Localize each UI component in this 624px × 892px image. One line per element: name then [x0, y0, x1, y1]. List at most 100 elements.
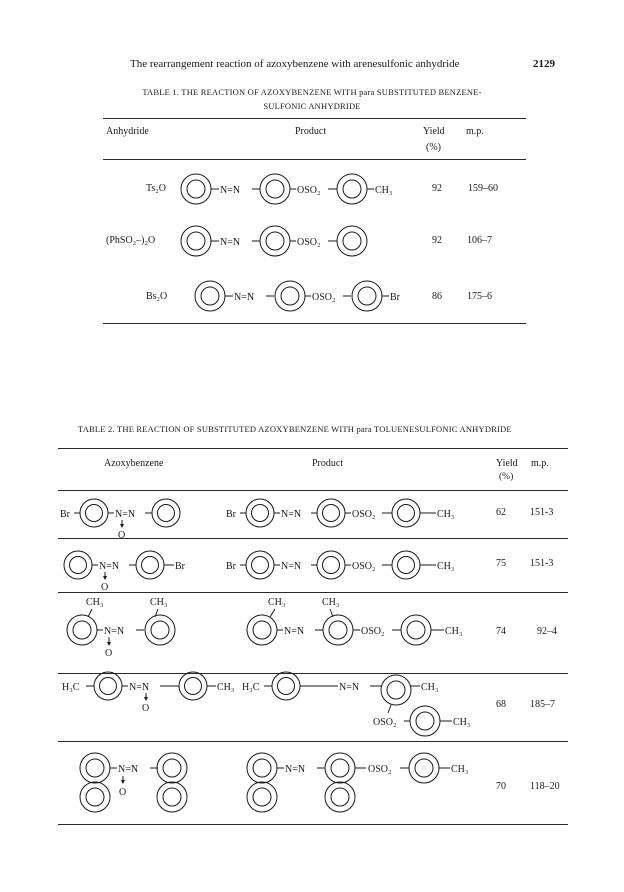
benzene-ring: [144, 614, 176, 646]
running-header-title: The rearrangement reaction of azoxybenze…: [130, 58, 460, 70]
benzene-ring: [316, 498, 346, 528]
azo-bond-label: N=N: [281, 509, 301, 520]
table2-row1-mp: 151-3: [530, 507, 554, 518]
methyl-label: CH₃: [437, 509, 454, 520]
benzene-ring: [322, 614, 354, 646]
benzene-ring: [380, 674, 412, 706]
table1-row2-yield: 92: [432, 235, 442, 246]
azo-bond-label: N=N: [220, 237, 240, 248]
azo-bond-label: N=N: [104, 626, 124, 637]
benzene-ring: [336, 225, 368, 257]
table2-row2-mp: 151-3: [530, 558, 554, 569]
methyl-label: CH₃: [150, 597, 167, 608]
naphthalene-ring-lower: [156, 781, 188, 813]
table2-row5-product-structure: N=N OSO₂ CH₃: [246, 752, 468, 813]
benzene-ring: [271, 671, 301, 701]
table2-row-rule: [58, 592, 568, 593]
table1-row3-mp: 175–6: [467, 291, 492, 302]
azo-bond-label: N=N: [99, 561, 119, 572]
table2-header-rule: [58, 490, 568, 491]
methyl-label: CH₃: [217, 682, 234, 693]
table1-top-rule: [103, 118, 526, 119]
benzene-ring: [409, 705, 441, 737]
azo-bond-label: N=N: [339, 682, 359, 693]
table1-header-yield: Yield: [423, 126, 445, 137]
oxygen-label: O: [118, 530, 125, 541]
naphthalene-ring-upper: [324, 752, 356, 784]
oso2-label: OSO₂: [373, 717, 397, 728]
bromo-label: Br: [390, 292, 401, 303]
table2-bottom-rule: [58, 824, 568, 825]
table2-row2-product-structure: Br N=N OSO₂ CH₃: [226, 550, 454, 580]
naphthalene-ring-lower: [324, 781, 356, 813]
oxygen-label: O: [105, 648, 112, 659]
naphthalene-ring-upper: [79, 752, 111, 784]
methyl-label: CH₃: [445, 626, 462, 637]
table1-caption-line2: SULFONIC ANHYDRIDE: [263, 101, 361, 111]
benzene-ring: [246, 614, 278, 646]
table1-header-yield-unit: (%): [426, 142, 441, 153]
benzene-ring: [151, 498, 181, 528]
azo-bond-label: N=N: [285, 764, 305, 775]
benzene-ring: [316, 550, 346, 580]
table2-row4-product-structure: H₃C N=N CH₃ OSO₂ CH₃: [242, 671, 470, 737]
oxygen-label: O: [119, 787, 126, 798]
table1-row2-anhydride: (PhSO₂–)₂O: [106, 235, 156, 246]
bromo-label: Br: [175, 561, 186, 572]
methyl-label: CH₃: [86, 597, 103, 608]
azo-bond-label: N=N: [220, 185, 240, 196]
table1-bottom-rule: [103, 323, 526, 324]
oso2-label: OSO₂: [312, 292, 336, 303]
methyl-label: CH₃: [421, 682, 438, 693]
methyl-label: CH₃: [451, 764, 468, 775]
methyl-label: H₃C: [62, 682, 80, 693]
table2-row3-azoxy-structure: CH₃ N=N O CH₃: [66, 597, 176, 659]
methyl-label: CH₃: [437, 561, 454, 572]
table1-header-rule: [103, 159, 526, 160]
table2-row-rule: [58, 673, 568, 674]
table2-row4-azoxy-structure: H₃C N=N O CH₃: [62, 671, 234, 714]
table1-row2-mp: 106–7: [467, 235, 492, 246]
table1-row3-product-structure: N=N OSO₂ Br: [194, 280, 401, 312]
table2-header-mp: m.p.: [531, 458, 549, 469]
oso2-label: OSO₂: [352, 561, 376, 572]
azo-bond-label: N=N: [284, 626, 304, 637]
table2-header-azoxybenzene: Azoxybenzene: [104, 458, 164, 469]
benzene-ring: [66, 614, 98, 646]
benzene-ring: [391, 498, 421, 528]
methyl-label: H₃C: [242, 682, 260, 693]
azo-bond-label: N=N: [234, 292, 254, 303]
table1-row1-yield: 92: [432, 183, 442, 194]
methyl-label: CH₃: [268, 597, 285, 608]
naphthalene-ring-upper: [156, 752, 188, 784]
table1-row1-mp: 159–60: [468, 183, 498, 194]
azo-bond-label: N=N: [129, 682, 149, 693]
oso2-label: OSO₂: [361, 626, 385, 637]
table1-row3-anhydride: Bs₂O: [146, 291, 168, 302]
benzene-ring: [245, 498, 275, 528]
benzene-ring: [79, 498, 109, 528]
benzene-ring: [135, 550, 165, 580]
table2-row5-yield: 70: [496, 781, 506, 792]
table2-row5-mp: 118–20: [530, 781, 560, 792]
azo-bond-label: N=N: [118, 764, 138, 775]
azo-bond-label: N=N: [115, 509, 135, 520]
benzene-ring: [93, 671, 123, 701]
oxygen-label: O: [142, 703, 149, 714]
table1-row3-yield: 86: [432, 291, 442, 302]
oso2-label: OSO₂: [368, 764, 392, 775]
bromo-label: Br: [226, 509, 237, 520]
table2-row3-mp: 92–4: [537, 626, 557, 637]
table2-header-product: Product: [312, 458, 344, 469]
table2-row-rule: [58, 741, 568, 742]
oso2-label: OSO₂: [297, 237, 321, 248]
oxygen-label: O: [101, 582, 108, 593]
table2-row4-mp: 185–7: [530, 699, 555, 710]
table1-header-mp: m.p.: [466, 126, 484, 137]
benzene-ring: [400, 614, 432, 646]
methyl-label: CH₃: [322, 597, 339, 608]
benzene-ring: [408, 752, 440, 784]
table1-header-product: Product: [295, 126, 327, 137]
